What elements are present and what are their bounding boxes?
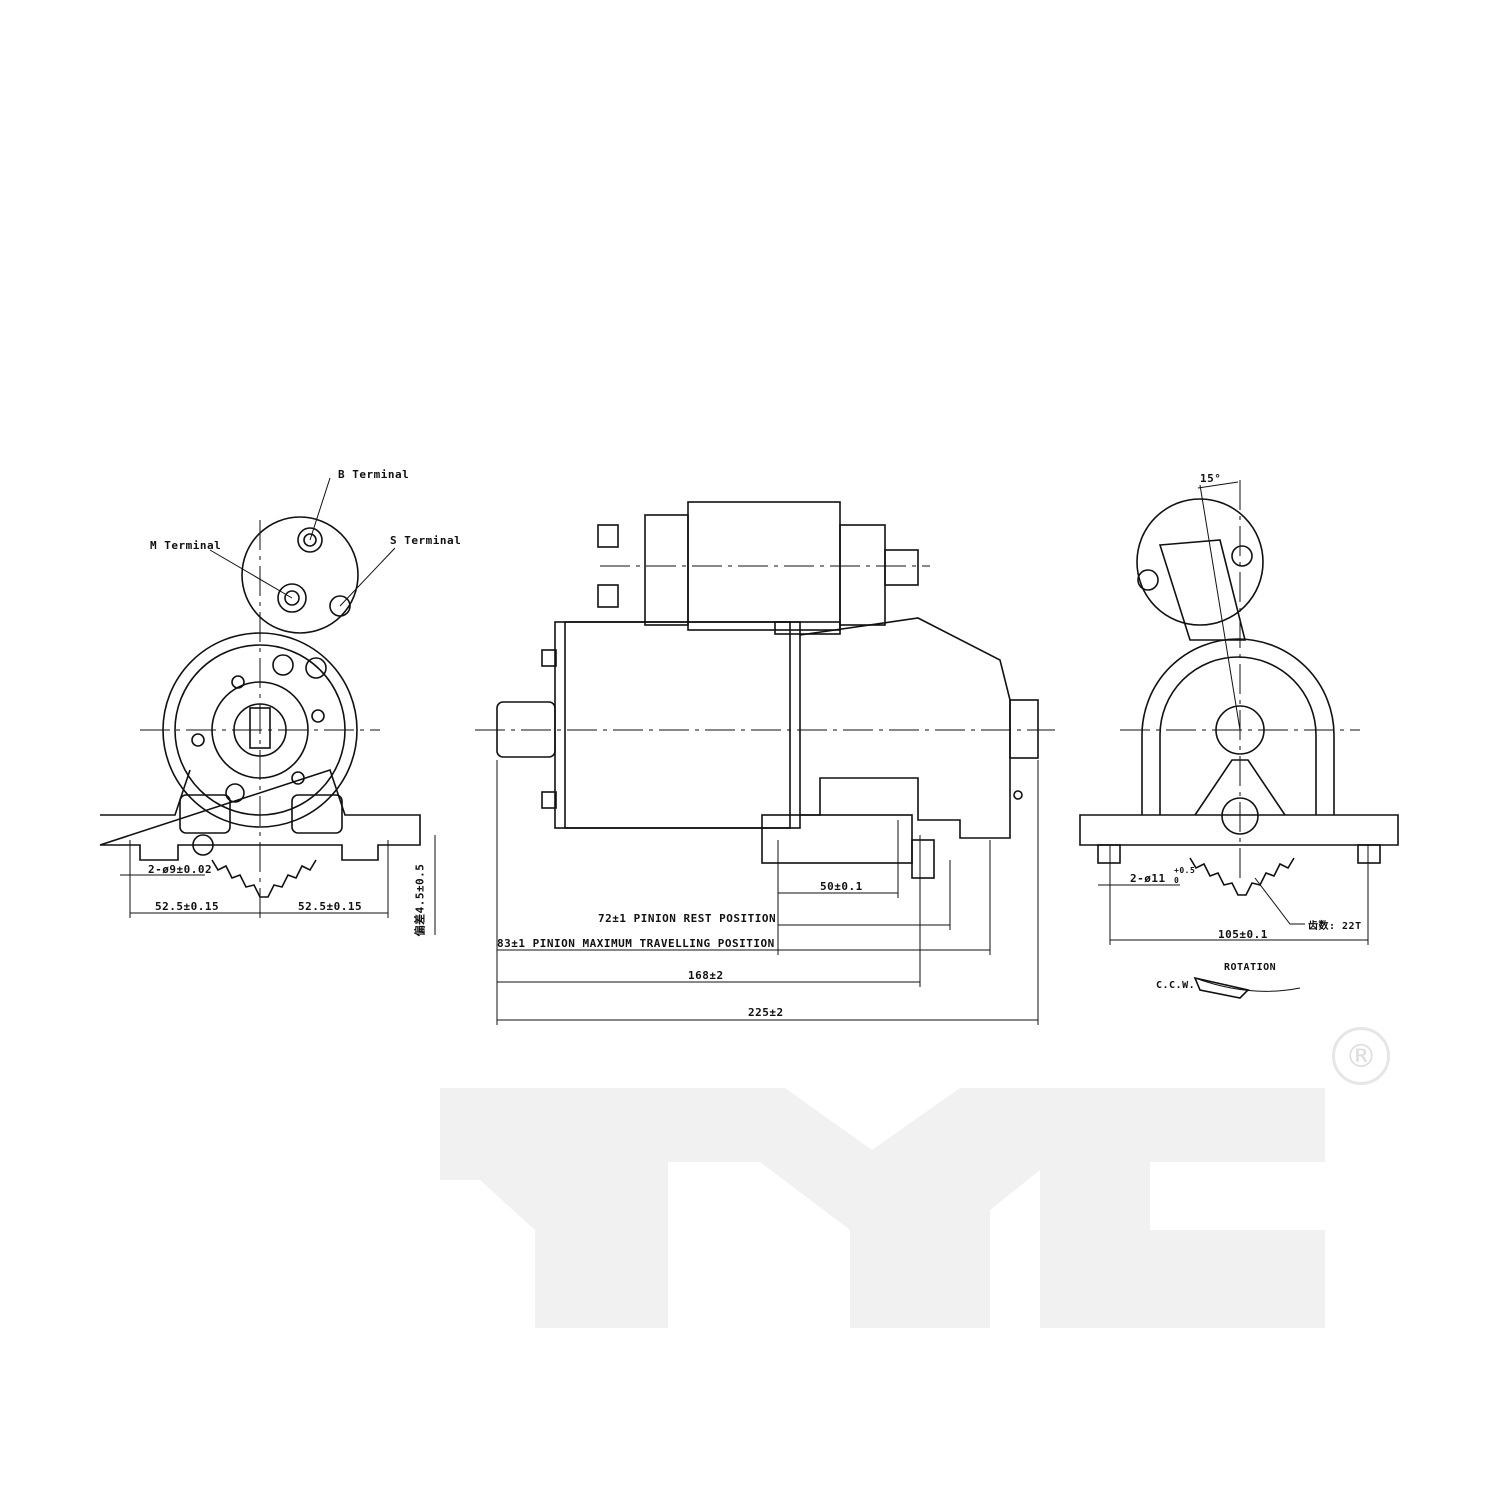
hole-dimension-right: 2-ø11 [1130,872,1166,885]
left-half-dimension: 52.5±0.15 [155,900,220,913]
m-terminal-label: M Terminal [150,539,222,552]
angle-label: 15° [1200,472,1222,485]
tyc-logo [440,1088,1325,1328]
registered-mark: ® [1332,1027,1390,1085]
flange-dimension: 偏差4.5±0.5 [413,863,427,937]
width-dimension: 105±0.1 [1218,928,1268,941]
b-terminal-label: B Terminal [338,468,410,481]
rotation-direction: C.C.W. [1156,980,1196,991]
front-view [99,477,436,935]
right-half-dimension: 52.5±0.15 [298,900,363,913]
hole-tol-lower: 0 [1174,876,1180,885]
rear-view [1079,480,1399,999]
side-view [475,501,1055,1025]
hole-dimension: 2-ø9±0.02 [148,863,213,876]
teeth-count: 齿数: 22T [1308,921,1362,932]
s-terminal-label: S Terminal [390,534,462,547]
dim-168: 168±2 [688,969,724,982]
hole-tol-upper: +0.5 [1174,866,1196,875]
dim-50: 50±0.1 [820,880,863,893]
rotation-title: ROTATION [1224,962,1277,973]
dim-83-travel: 83±1 PINION MAXIMUM TRAVELLING POSITION [497,937,775,950]
dim-225: 225±2 [748,1006,784,1019]
dim-72-rest: 72±1 PINION REST POSITION [598,912,777,925]
